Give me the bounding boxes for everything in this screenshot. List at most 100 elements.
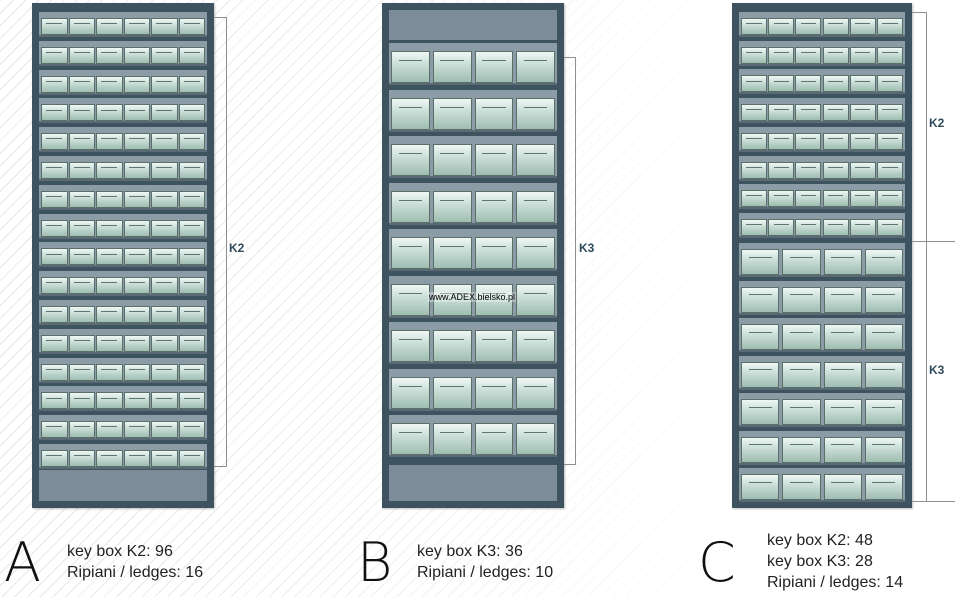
k3-key-box: [432, 144, 472, 176]
k3-key-box: [741, 249, 780, 275]
k2-key-box: [849, 18, 876, 35]
k2-key-box: [96, 363, 123, 381]
k2-key-box: [68, 46, 95, 64]
k3-key-box: [474, 330, 514, 362]
k2-key-box: [822, 190, 849, 208]
dimension-label-k3-b: K3: [579, 241, 595, 255]
k3-key-box: [741, 399, 780, 425]
dimension-line-k3-b: [575, 57, 576, 465]
k3-key-box: [782, 249, 821, 275]
k3-key-box: [391, 237, 430, 269]
k2-key-box: [795, 18, 822, 35]
k2-key-box: [795, 161, 822, 179]
k2-key-box: [768, 104, 795, 122]
k3-key-box: [782, 324, 821, 350]
k2-key-box: [741, 18, 768, 35]
k2-key-box: [822, 46, 849, 64]
k2-key-box: [68, 450, 95, 467]
k2-key-box: [123, 334, 150, 352]
k2-key-box: [768, 18, 795, 35]
k2-key-box: [178, 133, 205, 151]
k3-key-box: [516, 144, 555, 176]
k3-key-box: [391, 97, 430, 130]
k2-key-box: [151, 133, 178, 151]
dimension-label-k3-c: K3: [929, 363, 945, 377]
dimension-line-k2-a: [226, 17, 227, 467]
k3-key-box: [516, 190, 555, 223]
dimension-tick: [564, 464, 576, 465]
k2-key-box: [795, 104, 822, 122]
k2-key-box: [96, 450, 123, 467]
k2-key-box: [178, 75, 205, 93]
k2-key-box: [96, 306, 123, 323]
k3-key-box: [741, 474, 780, 500]
k2-key-box: [822, 104, 849, 122]
k2-key-box: [151, 18, 178, 35]
k2-key-box: [151, 421, 178, 439]
caption-line: key box K3: 28: [767, 553, 873, 570]
cabinet-caption-a: key box K2: 96 Ripiani / ledges: 16: [67, 541, 203, 583]
k2-key-box: [41, 190, 68, 208]
k2-key-box: [849, 132, 876, 150]
k2-key-box: [768, 218, 795, 236]
k2-key-box: [151, 190, 178, 208]
k2-key-box: [68, 334, 95, 352]
k3-key-box: [864, 324, 903, 350]
k3-key-box: [474, 97, 514, 130]
k2-key-box: [123, 219, 150, 237]
k2-key-box: [41, 334, 68, 352]
k2-key-box: [68, 190, 95, 208]
bottom-panel: [39, 470, 207, 501]
k2-key-box: [96, 392, 123, 410]
k3-key-box: [474, 144, 514, 176]
k3-key-box: [391, 144, 430, 176]
k2-key-box: [41, 219, 68, 237]
bottom-panel: [389, 465, 557, 501]
k2-key-box: [151, 277, 178, 295]
k2-key-box: [822, 161, 849, 179]
k3-key-box: [741, 286, 780, 313]
k2-key-box: [151, 104, 178, 122]
k2-key-box: [822, 18, 849, 35]
dimension-tick: [564, 57, 576, 58]
k2-key-box: [178, 190, 205, 208]
top-panel: [389, 10, 557, 40]
k2-key-box: [68, 104, 95, 122]
k2-key-box: [876, 218, 903, 236]
k2-key-box: [96, 162, 123, 179]
k2-key-box: [768, 161, 795, 179]
k3-key-box: [741, 436, 780, 463]
caption-line: key box K2: 48: [767, 532, 873, 549]
k2-key-box: [68, 219, 95, 237]
k2-key-box: [123, 248, 150, 266]
k2-key-box: [96, 18, 123, 35]
k2-key-box: [151, 75, 178, 93]
k3-key-box: [516, 283, 555, 316]
k2-key-box: [178, 421, 205, 439]
k2-key-box: [68, 421, 95, 439]
cabinet-letter-c: C: [698, 531, 736, 594]
k2-key-box: [96, 46, 123, 64]
k2-key-box: [178, 46, 205, 64]
k2-key-box: [96, 421, 123, 439]
k2-key-box: [41, 277, 68, 295]
k3-key-box: [432, 376, 472, 409]
k2-key-box: [876, 46, 903, 64]
k2-key-box: [151, 392, 178, 410]
k2-key-box: [123, 450, 150, 467]
cabinet-letter-a: A: [4, 531, 41, 594]
k2-key-box: [795, 218, 822, 236]
k3-key-box: [432, 283, 472, 316]
k2-key-box: [68, 277, 95, 295]
caption-line: Ripiani / ledges: 14: [767, 574, 904, 591]
k3-key-box: [823, 474, 862, 500]
k2-key-box: [41, 75, 68, 93]
k2-key-box: [151, 162, 178, 179]
k3-key-box: [391, 330, 430, 362]
cabinet-a: [32, 3, 214, 508]
k2-key-box: [768, 46, 795, 64]
k2-key-box: [876, 75, 903, 93]
k2-key-box: [849, 104, 876, 122]
k2-key-box: [178, 277, 205, 295]
k2-key-box: [68, 248, 95, 266]
